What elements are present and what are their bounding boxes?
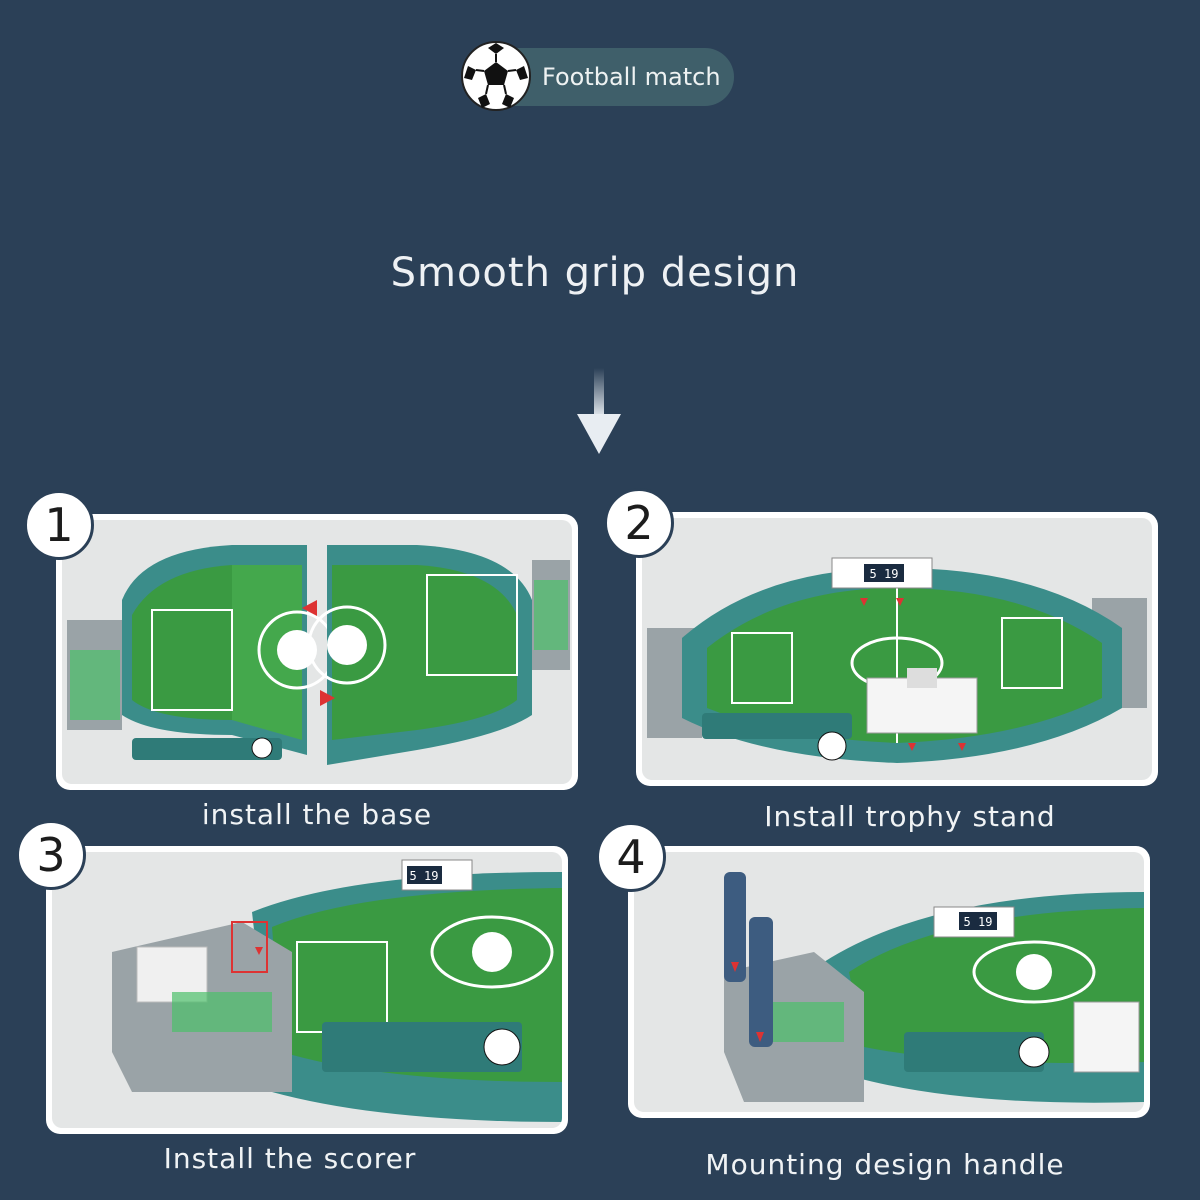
step-3-caption: Install the scorer xyxy=(163,1142,417,1175)
arrow-down-icon xyxy=(574,368,624,458)
svg-text:5 19: 5 19 xyxy=(964,915,993,929)
step-2-image: 5 19 xyxy=(636,512,1158,786)
step-3-image: 5 19 xyxy=(46,846,568,1134)
svg-text:5 19: 5 19 xyxy=(410,869,439,883)
step-number-3: 3 xyxy=(16,820,86,890)
badge-label: Football match xyxy=(542,63,721,91)
step-number-4: 4 xyxy=(596,822,666,892)
step-1-caption: install the base xyxy=(201,798,433,831)
svg-text:5 19: 5 19 xyxy=(870,567,899,581)
step-4-caption: Mounting design handle xyxy=(705,1148,1065,1181)
soccer-ball-icon xyxy=(458,38,534,114)
step-number-2: 2 xyxy=(604,488,674,558)
step-1-image xyxy=(56,514,578,790)
step-number-1: 1 xyxy=(24,490,94,560)
step-4-image: 5 19 xyxy=(628,846,1150,1118)
page-title: Smooth grip design xyxy=(390,250,800,296)
step-2-caption: Install trophy stand xyxy=(764,800,1056,833)
